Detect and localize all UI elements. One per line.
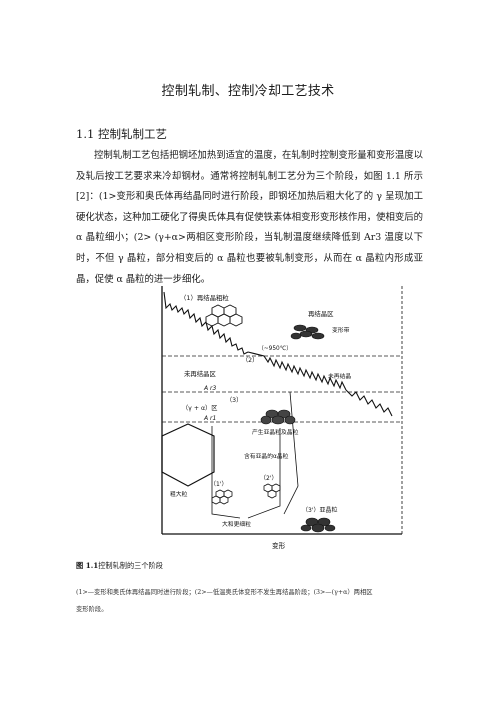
label-recryst-zone: 再结晶区 bbox=[308, 309, 334, 318]
label-band-grains: 含有亚晶的α晶粒 bbox=[244, 452, 289, 460]
figure-diagram: （1）再结晶粗粒 再结晶区 （~950℃） （2） 变形带 未再结晶 未再结晶区… bbox=[161, 286, 403, 550]
label-two-phase: （γ + α）区 bbox=[182, 405, 217, 412]
label-fine-grains: 大和更细粒 bbox=[222, 520, 251, 528]
label-stage3p: （3'）亚晶粒 bbox=[302, 506, 337, 514]
label-deformation-axis: 变形 bbox=[272, 541, 286, 550]
cooling-line-2 bbox=[247, 428, 281, 519]
caption-text: 控制轧制的三个阶段 bbox=[98, 561, 163, 570]
label-non-recryst-zone: 未再结晶区 bbox=[184, 369, 217, 378]
label-non-recryst: 未再结晶 bbox=[328, 372, 351, 380]
label-coarse: 粗大粒 bbox=[170, 490, 188, 498]
label-ar1: A r1 bbox=[203, 415, 216, 422]
section-heading: 1.1 控制轧制工艺 bbox=[76, 126, 167, 142]
cooling-line-1 bbox=[211, 426, 241, 519]
caption-number: 图 1.1 bbox=[76, 561, 99, 570]
label-stage1p: （1'） bbox=[210, 481, 227, 488]
paragraph-text: 控制轧制工艺包括把钢坯加热到适宜的温度，在轧制时控制变形量和变形温度以及轧后按工… bbox=[76, 150, 423, 285]
rolling-path-stage2 bbox=[247, 351, 347, 391]
subgrain-cluster-3p bbox=[300, 517, 336, 533]
label-temp-950: （~950℃） bbox=[258, 345, 292, 352]
label-stage1: （1）再结晶粗粒 bbox=[180, 293, 229, 302]
page-title: 控制轧制、控制冷却工艺技术 bbox=[161, 84, 335, 99]
fine-grain-cluster-2p bbox=[263, 483, 281, 499]
section-title: 控制轧制工艺 bbox=[97, 127, 167, 141]
rolling-path-stage3 bbox=[345, 389, 393, 417]
recrystallized-grain-cluster bbox=[205, 304, 243, 327]
label-subgrain: 产生亚晶粒及晶粒 bbox=[252, 428, 299, 436]
figure-caption: 图 1.1控制轧制的三个阶段 bbox=[76, 561, 163, 571]
label-stage2p: （2'） bbox=[260, 475, 277, 482]
coarse-grain-hexagon bbox=[161, 423, 215, 487]
label-ar3: A r3 bbox=[203, 385, 216, 392]
legend-line-2: 变形阶段。 bbox=[76, 606, 108, 613]
figure-legend: (1>—变形和奥氏体再结晶同时进行阶段；(2>—低温奥氏体变形不发生再结晶阶段；… bbox=[76, 584, 426, 618]
section-number: 1.1 bbox=[76, 127, 95, 141]
label-stage2: （2） bbox=[242, 357, 258, 364]
body-paragraph: 控制轧制工艺包括把钢坯加热到适宜的温度，在轧制时控制变形量和变形温度以及轧后按工… bbox=[76, 146, 423, 290]
deformed-band-cluster bbox=[290, 324, 325, 340]
legend-line-1: (1>—变形和奥氏体再结晶同时进行阶段；(2>—低温奥氏体变形不发生再结晶阶段；… bbox=[76, 589, 373, 596]
subgrain-cluster bbox=[260, 409, 296, 425]
fine-grain-cluster-1p bbox=[211, 489, 233, 505]
label-deformed-band: 变形带 bbox=[332, 326, 350, 334]
label-stage3: （3） bbox=[226, 397, 242, 404]
